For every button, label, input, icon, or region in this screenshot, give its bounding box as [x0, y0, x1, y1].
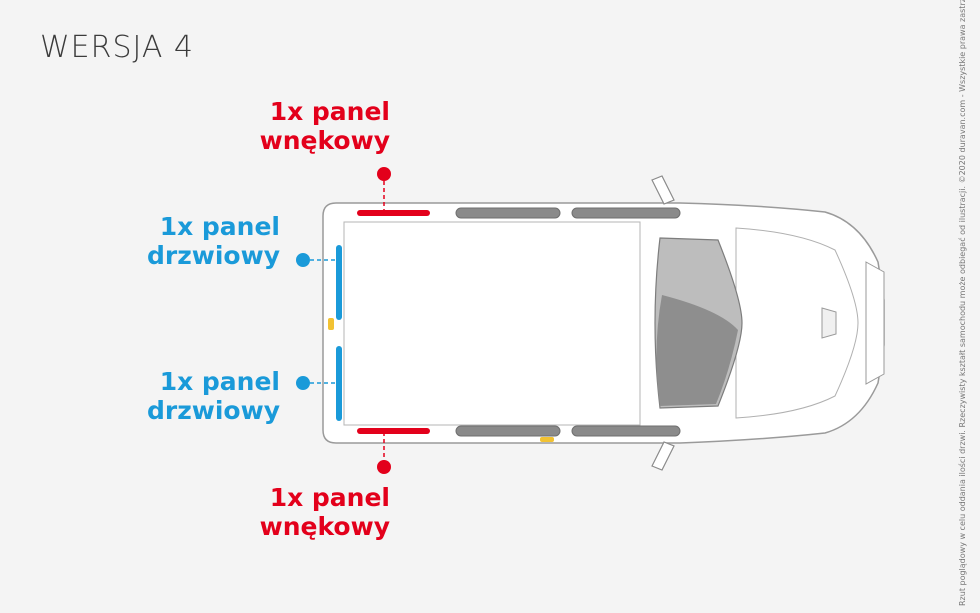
door-panel-lower	[296, 346, 342, 421]
door-panel-label-upper: 1x panel drzwiowy	[147, 212, 280, 270]
recess-panel-bottom	[357, 428, 430, 474]
van-body	[322, 202, 885, 444]
mirror-bottom	[651, 441, 675, 471]
door-panel-upper	[296, 245, 342, 320]
label-line: 1x panel	[269, 483, 390, 512]
hood-vent	[821, 307, 837, 339]
label-line: 1x panel	[159, 367, 280, 396]
label-line: wnękowy	[259, 512, 390, 541]
rear-light-marker	[328, 318, 334, 330]
recess-panel-label-bottom: 1x panel wnękowy	[260, 483, 390, 541]
side-windows-top	[455, 207, 681, 219]
label-line: drzwiowy	[146, 241, 280, 270]
side-windows-bottom	[455, 425, 681, 437]
recess-panel-top	[357, 167, 430, 216]
windshield	[654, 237, 743, 409]
door-panel-label-lower: 1x panel drzwiowy	[147, 367, 280, 425]
label-line: drzwiowy	[146, 396, 280, 425]
fuel-cap-marker	[540, 437, 554, 442]
version-title: WERSJA 4	[40, 30, 194, 65]
label-line: wnękowy	[259, 126, 390, 155]
label-line: 1x panel	[159, 212, 280, 241]
label-line: 1x panel	[269, 97, 390, 126]
recess-panel-label-top: 1x panel wnękowy	[260, 97, 390, 155]
mirror-top	[651, 175, 675, 205]
